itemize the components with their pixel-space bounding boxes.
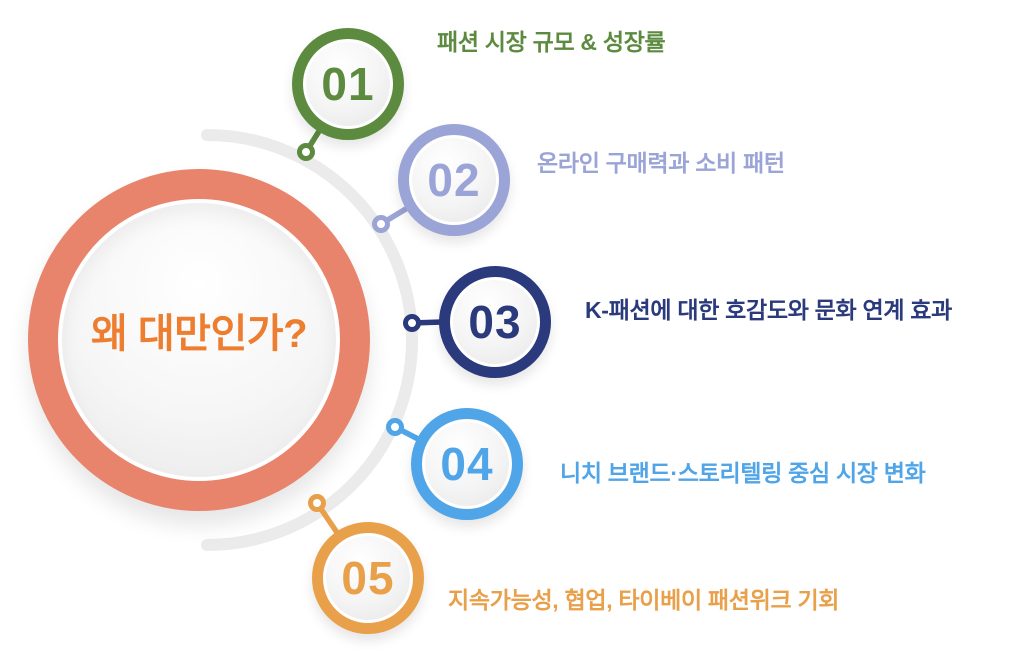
- step-circle-02-inner: 02: [412, 138, 496, 222]
- connector-node-01: [297, 143, 315, 161]
- step-label-04: 니치 브랜드·스토리텔링 중심 시장 변화: [560, 460, 926, 486]
- connector-node-02: [372, 215, 390, 233]
- step-number-02: 02: [427, 154, 481, 206]
- step-label-05: 지속가능성, 협업, 타이베이 패션위크 기회: [448, 587, 840, 613]
- step-number-01: 01: [321, 58, 375, 110]
- step-circle-01-inner: 01: [306, 42, 390, 126]
- connector-node-04: [386, 418, 404, 436]
- step-label-03: K-패션에 대한 호감도와 문화 연계 효과: [585, 297, 953, 323]
- step-number-05: 05: [341, 552, 395, 604]
- step-label-01: 패션 시장 규모 & 성장률: [437, 29, 666, 55]
- step-circle-05: 05: [312, 522, 424, 634]
- center-circle: 왜 대만인가?: [28, 169, 370, 511]
- step-number-03: 03: [468, 296, 522, 348]
- step-circle-02: 02: [398, 124, 510, 236]
- step-circle-03: 03: [439, 266, 551, 378]
- step-circle-03-inner: 03: [453, 280, 537, 364]
- step-label-02: 온라인 구매력과 소비 패턴: [537, 150, 785, 176]
- step-circle-04: 04: [411, 408, 523, 520]
- step-circle-01: 01: [292, 28, 404, 140]
- center-title: 왜 대만인가?: [90, 312, 308, 356]
- connector-node-03: [403, 314, 421, 332]
- step-circle-04-inner: 04: [425, 422, 509, 506]
- connector-node-05: [308, 494, 326, 512]
- step-number-04: 04: [440, 438, 494, 490]
- center-circle-inner: 왜 대만인가?: [62, 203, 336, 477]
- step-circle-05-inner: 05: [326, 536, 410, 620]
